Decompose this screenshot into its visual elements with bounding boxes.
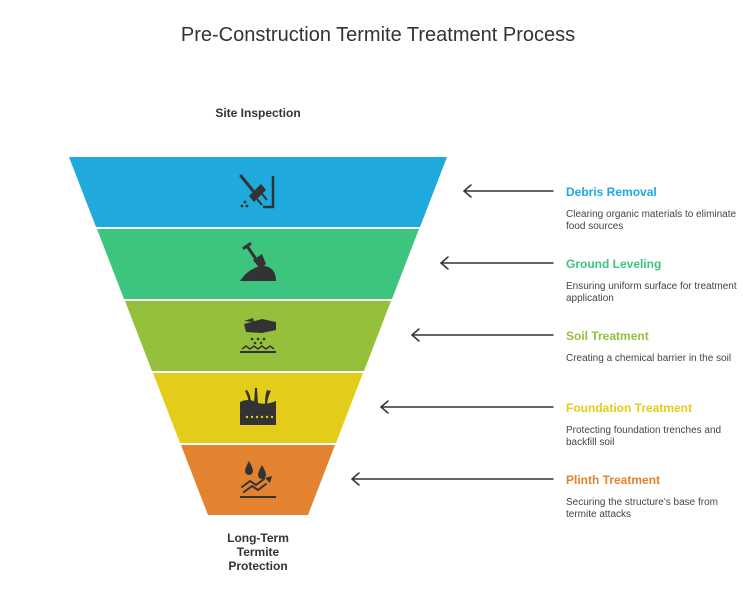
funnel-band-soil-treatment	[125, 301, 391, 371]
shovel-icon	[240, 242, 276, 281]
arrow-debris-removal	[463, 184, 554, 198]
bottom-label-line: Long-Term	[227, 531, 289, 545]
arrow-foundation-treatment	[380, 400, 554, 414]
rake-icon	[239, 174, 275, 209]
diagram-title: Pre-Construction Termite Treatment Proce…	[180, 24, 576, 46]
step-description: Clearing organic materials to eliminate …	[566, 209, 737, 232]
funnel-top-label: Site Inspection	[215, 106, 301, 120]
foundation-icon	[240, 388, 276, 425]
step-title: Debris Removal	[566, 185, 657, 199]
step-description: Creating a chemical barrier in the soil	[566, 353, 732, 364]
step-title: Soil Treatment	[566, 329, 649, 343]
sprayer-icon	[240, 318, 276, 353]
funnel-band-plinth-treatment	[181, 445, 335, 515]
bottom-label-line: Protection	[228, 559, 288, 573]
step-title: Foundation Treatment	[566, 401, 692, 415]
arrow-ground-leveling	[440, 256, 554, 270]
step-debris-removal: Debris Removal Clearing organic material…	[566, 185, 746, 233]
arrow-soil-treatment	[411, 328, 554, 342]
step-title: Ground Leveling	[566, 257, 662, 271]
step-title: Plinth Treatment	[566, 473, 661, 487]
bottom-label-line: Termite	[236, 545, 280, 559]
arrow-plinth-treatment	[351, 472, 554, 486]
step-foundation-treatment: Foundation Treatment Protecting foundati…	[566, 401, 746, 449]
step-description: Ensuring uniform surface for treatment a…	[566, 281, 737, 304]
plinth-drops-icon	[240, 461, 276, 498]
step-ground-leveling: Ground Leveling Ensuring uniform surface…	[566, 257, 746, 305]
step-plinth-treatment: Plinth Treatment Securing the structure'…	[566, 473, 746, 521]
step-description: Protecting foundation trenches and backf…	[566, 425, 722, 448]
step-description: Securing the structure's base from termi…	[566, 497, 718, 520]
funnel-bottom-label: Long-Term Termite Protection	[188, 531, 328, 573]
step-soil-treatment: Soil Treatment Creating a chemical barri…	[566, 329, 746, 365]
